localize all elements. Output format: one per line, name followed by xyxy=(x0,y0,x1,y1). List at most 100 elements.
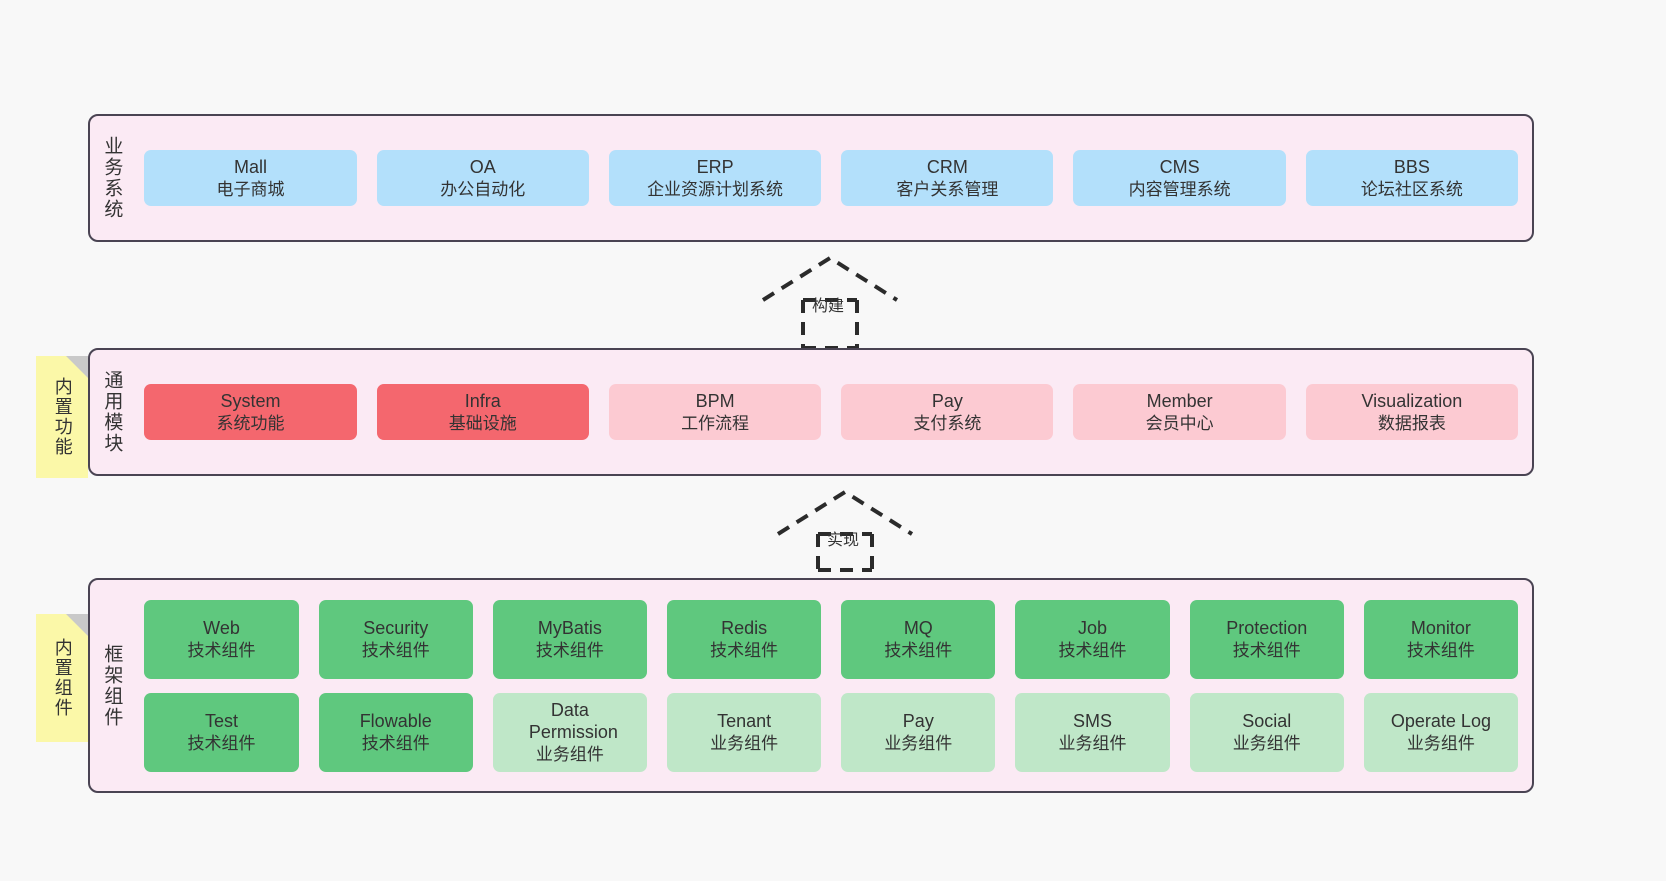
card-security[interactable]: Security 技术组件 xyxy=(318,599,473,679)
card-mq-en: MQ xyxy=(903,618,933,639)
card-erp[interactable]: ERP 企业资源计划系统 xyxy=(608,150,822,206)
card-web[interactable]: Web 技术组件 xyxy=(144,599,299,679)
card-cms[interactable]: CMS 内容管理系统 xyxy=(1073,150,1286,206)
card-sms-en: SMS xyxy=(1073,711,1113,732)
card-row-common: System 系统功能 Infra 基础设施 BPM 工作流程 Pay 支付系统… xyxy=(144,384,1518,440)
note-fold-icon xyxy=(66,614,88,636)
connector-build-label: 构建 xyxy=(812,298,845,315)
card-oa-en: OA xyxy=(469,157,496,178)
card-crm-cn: 客户关系管理 xyxy=(896,179,999,199)
connector-implement-arrow xyxy=(776,489,914,572)
card-erp-cn: 企业资源计划系统 xyxy=(647,179,784,199)
card-infra[interactable]: Infra 基础设施 xyxy=(376,384,589,440)
card-system[interactable]: System 系统功能 xyxy=(144,384,357,440)
card-infra-en: Infra xyxy=(464,391,501,412)
card-redis-en: Redis xyxy=(721,618,768,639)
card-bpm-en: BPM xyxy=(695,391,735,412)
card-row-framework-business: Test 技术组件 Flowable 技术组件 Data Permission … xyxy=(144,692,1519,772)
card-sms[interactable]: SMS 业务组件 xyxy=(1015,692,1170,772)
note-builtin-function: 内置功能 xyxy=(36,356,88,478)
card-job-en: Job xyxy=(1078,618,1108,639)
card-bpm[interactable]: BPM 工作流程 xyxy=(608,384,822,440)
layer-body-business-system: Mall 电子商城 OA 办公自动化 ERP 企业资源计划系统 CRM 客户关系… xyxy=(130,116,1532,240)
layer-common-module: 通用模块 System 系统功能 Infra 基础设施 BPM 工作流程 Pay… xyxy=(88,348,1534,476)
card-web-en: Web xyxy=(203,618,240,639)
card-security-en: Security xyxy=(363,618,429,639)
card-bpm-cn: 工作流程 xyxy=(681,413,750,433)
note-builtin-component-text: 内置组件 xyxy=(52,638,73,718)
card-sms-cn: 业务组件 xyxy=(1058,733,1127,753)
card-protection-cn: 技术组件 xyxy=(1232,640,1301,660)
card-job-cn: 技术组件 xyxy=(1058,640,1127,660)
card-cms-en: CMS xyxy=(1159,157,1200,178)
card-bbs-en: BBS xyxy=(1393,157,1430,178)
card-pay-component-cn: 业务组件 xyxy=(884,733,953,753)
card-row-business: Mall 电子商城 OA 办公自动化 ERP 企业资源计划系统 CRM 客户关系… xyxy=(144,150,1518,206)
note-builtin-function-text: 内置功能 xyxy=(52,377,73,457)
card-pay-module-cn: 支付系统 xyxy=(913,413,982,433)
card-job[interactable]: Job 技术组件 xyxy=(1015,599,1170,679)
card-mybatis-en: MyBatis xyxy=(537,618,602,639)
card-mq[interactable]: MQ 技术组件 xyxy=(841,599,996,679)
card-member-en: Member xyxy=(1146,391,1213,412)
card-tenant[interactable]: Tenant 业务组件 xyxy=(667,692,822,772)
card-visualization[interactable]: Visualization 数据报表 xyxy=(1305,384,1518,440)
card-mall-en: Mall xyxy=(234,157,268,178)
card-visualization-cn: 数据报表 xyxy=(1377,413,1446,433)
card-mybatis[interactable]: MyBatis 技术组件 xyxy=(492,599,648,679)
card-rows-framework: Web 技术组件 Security 技术组件 MyBatis 技术组件 Redi… xyxy=(144,599,1519,772)
note-fold-icon xyxy=(66,356,88,378)
layer-title-business-system: 业务系统 xyxy=(101,136,123,220)
layer-title-framework-component: 框架组件 xyxy=(101,643,123,728)
card-system-en: System xyxy=(220,391,281,412)
card-test-cn: 技术组件 xyxy=(187,733,256,753)
card-infra-cn: 基础设施 xyxy=(448,413,517,433)
card-operate-log-cn: 业务组件 xyxy=(1406,733,1475,753)
card-member[interactable]: Member 会员中心 xyxy=(1073,384,1286,440)
card-operate-log[interactable]: Operate Log 业务组件 xyxy=(1363,692,1519,772)
card-erp-en: ERP xyxy=(696,157,734,178)
connector-implement: 实现 xyxy=(770,486,920,574)
card-tenant-en: Tenant xyxy=(717,711,772,732)
layer-body-framework-component: Web 技术组件 Security 技术组件 MyBatis 技术组件 Redi… xyxy=(130,580,1532,791)
card-pay-module[interactable]: Pay 支付系统 xyxy=(841,384,1054,440)
card-mall-cn: 电子商城 xyxy=(216,179,285,199)
card-web-cn: 技术组件 xyxy=(187,640,256,660)
card-monitor-cn: 技术组件 xyxy=(1406,640,1475,660)
card-flowable-cn: 技术组件 xyxy=(361,733,430,753)
card-oa[interactable]: OA 办公自动化 xyxy=(376,150,589,206)
card-data-permission[interactable]: Data Permission 业务组件 xyxy=(492,692,648,772)
card-crm-en: CRM xyxy=(926,157,968,178)
card-pay-component-en: Pay xyxy=(902,711,934,732)
note-builtin-component: 内置组件 xyxy=(36,614,88,742)
card-row-framework-technical: Web 技术组件 Security 技术组件 MyBatis 技术组件 Redi… xyxy=(144,599,1519,679)
card-data-permission-cn: 业务组件 xyxy=(535,744,604,764)
card-protection[interactable]: Protection 技术组件 xyxy=(1189,599,1344,679)
card-mall[interactable]: Mall 电子商城 xyxy=(144,150,357,206)
card-mybatis-cn: 技术组件 xyxy=(535,640,604,660)
card-pay-component[interactable]: Pay 业务组件 xyxy=(841,692,996,772)
card-monitor-en: Monitor xyxy=(1410,618,1471,639)
card-security-cn: 技术组件 xyxy=(361,640,430,660)
card-bbs[interactable]: BBS 论坛社区系统 xyxy=(1305,150,1518,206)
card-protection-en: Protection xyxy=(1226,618,1308,639)
card-redis-cn: 技术组件 xyxy=(710,640,779,660)
card-data-permission-en: Data Permission xyxy=(528,700,618,743)
card-bbs-cn: 论坛社区系统 xyxy=(1360,179,1463,199)
card-test[interactable]: Test 技术组件 xyxy=(144,692,299,772)
card-member-cn: 会员中心 xyxy=(1145,413,1214,433)
card-social[interactable]: Social 业务组件 xyxy=(1189,692,1344,772)
card-tenant-cn: 业务组件 xyxy=(710,733,779,753)
card-cms-cn: 内容管理系统 xyxy=(1128,179,1231,199)
card-flowable[interactable]: Flowable 技术组件 xyxy=(318,692,473,772)
card-redis[interactable]: Redis 技术组件 xyxy=(667,599,822,679)
card-visualization-en: Visualization xyxy=(1361,391,1463,412)
card-social-cn: 业务组件 xyxy=(1232,733,1301,753)
layer-title-common-module: 通用模块 xyxy=(101,370,123,454)
layer-business-system: 业务系统 Mall 电子商城 OA 办公自动化 ERP 企业资源计划系统 CRM… xyxy=(88,114,1534,242)
layer-framework-component: 框架组件 Web 技术组件 Security 技术组件 MyBatis 技术组件 xyxy=(88,578,1534,793)
layer-body-common-module: System 系统功能 Infra 基础设施 BPM 工作流程 Pay 支付系统… xyxy=(130,350,1532,474)
card-monitor[interactable]: Monitor 技术组件 xyxy=(1363,599,1519,679)
card-crm[interactable]: CRM 客户关系管理 xyxy=(841,150,1054,206)
